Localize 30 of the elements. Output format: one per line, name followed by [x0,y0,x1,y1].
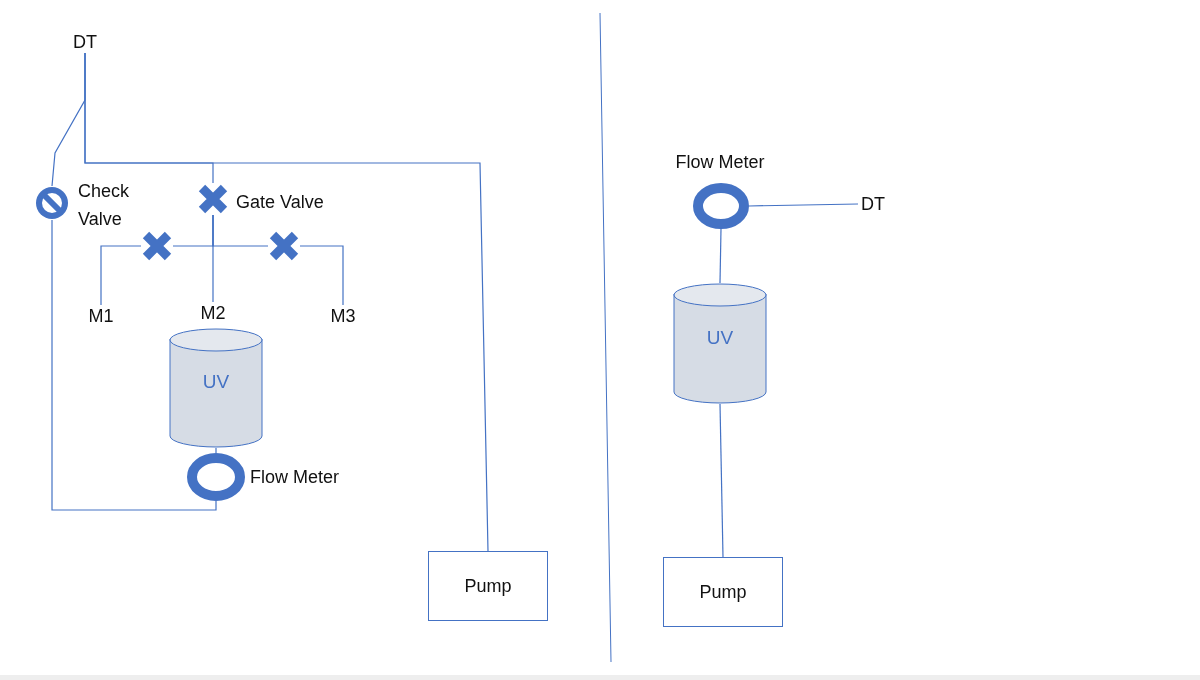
gate-valve-icon [268,230,300,262]
pipe-end-label: M1 [84,305,118,327]
pipe-line [212,214,269,247]
flow-meter-icon [693,183,749,229]
component-label: Flow Meter [674,151,766,174]
pipe-line [719,228,722,284]
component-label: Check Valve [78,180,131,231]
pipe-line [215,447,217,454]
pipe-line [100,245,142,306]
pump-box [663,557,783,627]
component-label: Gate Valve [236,191,325,214]
pump-box [428,551,548,621]
pump-label: Pump [699,581,747,603]
uv-label: UV [705,326,735,349]
flow-meter-icon [187,453,245,501]
gate-valve-icon [141,230,173,262]
pipe-end-label: M2 [196,302,230,324]
pipe-end-label: DT [70,31,100,53]
pipe-line [299,245,344,306]
pipe-line [84,52,214,184]
pipe-line [748,203,859,207]
pipe-line [51,219,217,511]
pump-label: Pump [464,575,512,597]
uv-label: UV [201,371,231,394]
component-label: Flow Meter [250,466,340,489]
check-valve-icon [35,186,69,220]
pipe-end-label: DT [858,193,888,215]
gate-valve-icon [197,183,229,215]
pipe-line [719,403,724,558]
pipe-end-label: M3 [325,305,361,327]
